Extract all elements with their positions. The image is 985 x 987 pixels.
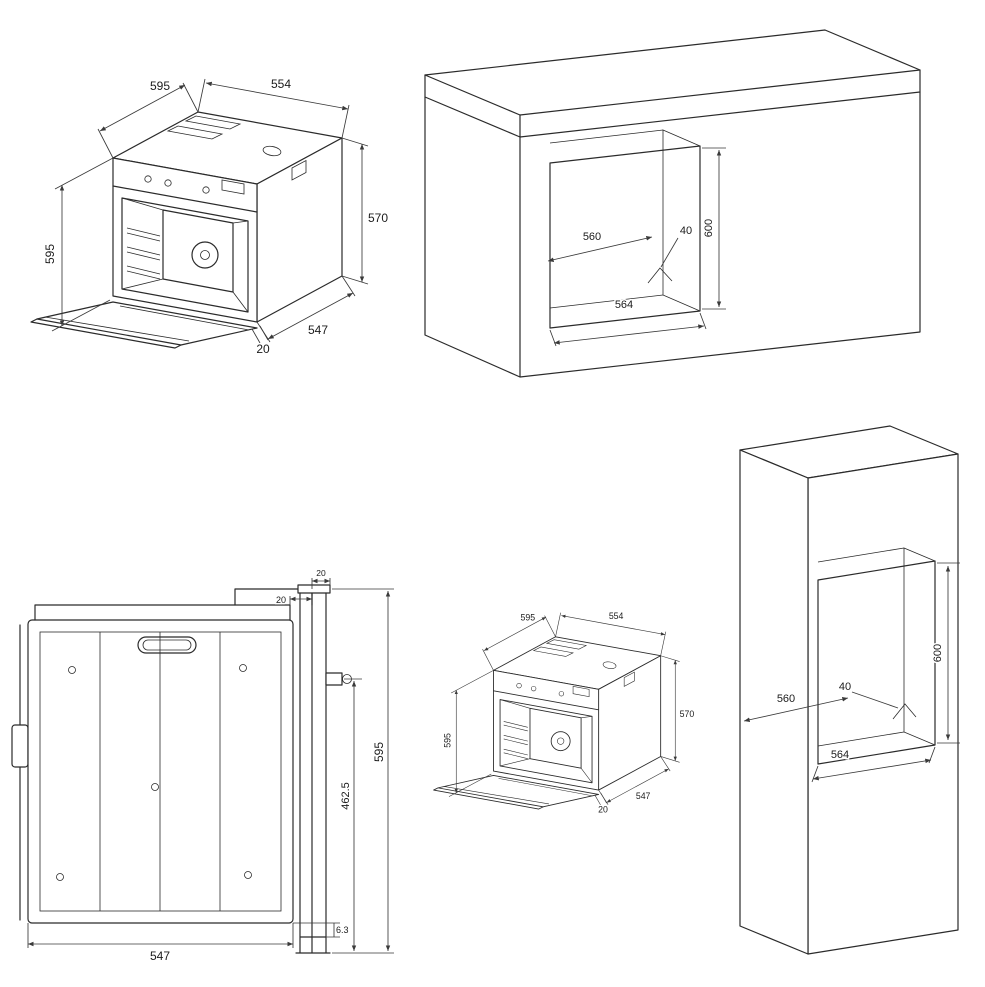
- rear-panel-outer: [27, 619, 294, 924]
- dim-column-niche-width: 564: [811, 746, 936, 783]
- dim-bottom-gap: 6.3: [293, 922, 350, 938]
- oven-rear-view-diagram: 20 20 595 462.5 6.3 547: [11, 567, 394, 965]
- column-niche-width-label: 564: [831, 749, 849, 761]
- rear-gap-leader: [660, 237, 679, 268]
- column-rear-gap-bracket: [892, 703, 917, 720]
- base-cabinet-diagram: 560 40 600 564: [424, 29, 921, 378]
- column-left-face: [739, 449, 809, 955]
- dim-overall-width: 547: [27, 923, 294, 965]
- niche-right-wall: [662, 129, 701, 312]
- dim-top-gap: 20: [311, 567, 331, 589]
- counter-body: [424, 91, 921, 378]
- panel-seams: [99, 632, 221, 911]
- tall-cabinet-diagram: 560 40 600 564: [739, 425, 960, 955]
- panel-screws: [56, 664, 252, 881]
- side-mounting-channel: [295, 584, 352, 954]
- dim-mount-height: 462.5: [339, 678, 362, 951]
- niche-width-label: 564: [615, 299, 633, 311]
- column-rear-gap-leader: [851, 691, 899, 709]
- rail-gap-label: 20: [276, 595, 286, 605]
- dim-column-niche-depth: 560: [743, 692, 849, 723]
- rear-panel-inner: [39, 631, 282, 912]
- niche-height-label: 600: [703, 219, 715, 237]
- dim-overall-height: 595: [332, 588, 394, 954]
- carry-handle: [137, 636, 197, 654]
- column-niche-opening: [817, 560, 936, 765]
- column-niche-depth-label: 560: [777, 693, 795, 705]
- counter-top-face: [424, 29, 921, 116]
- niche-depth-label: 560: [583, 231, 601, 243]
- dim-niche-height: 600: [702, 147, 726, 310]
- top-rail: [34, 604, 291, 621]
- dim-niche-width: 564: [549, 298, 707, 347]
- column-niche-rear-gap-label: 40: [839, 681, 851, 693]
- overall-height-label: 595: [372, 742, 386, 762]
- niche-rear-gap-label: 40: [680, 225, 692, 237]
- dim-column-niche-height: 600: [931, 562, 960, 744]
- bottom-gap-label: 6.3: [336, 925, 349, 935]
- counter-slab-edges: [424, 69, 921, 138]
- top-gap-label: 20: [316, 568, 326, 578]
- rear-gap-bracket: [647, 267, 673, 284]
- column-niche-height-label: 600: [932, 644, 944, 662]
- niche-back-top-edge: [549, 129, 664, 144]
- column-niche-back-top-edge: [817, 547, 905, 563]
- niche-floor-back-edge: [549, 294, 664, 309]
- mount-height-label: 462.5: [340, 782, 352, 810]
- overall-width-label: 547: [150, 949, 170, 963]
- left-latch: [11, 724, 29, 768]
- oven-isometric-large: [31, 77, 388, 356]
- mounting-stud: [325, 672, 343, 686]
- dim-rail-gap: 20: [274, 594, 313, 607]
- oven-isometric-small: [434, 611, 695, 814]
- dim-niche-depth: 560: [547, 230, 653, 262]
- column-niche-floor-back-edge: [817, 731, 905, 747]
- column-niche-right-wall: [903, 547, 936, 746]
